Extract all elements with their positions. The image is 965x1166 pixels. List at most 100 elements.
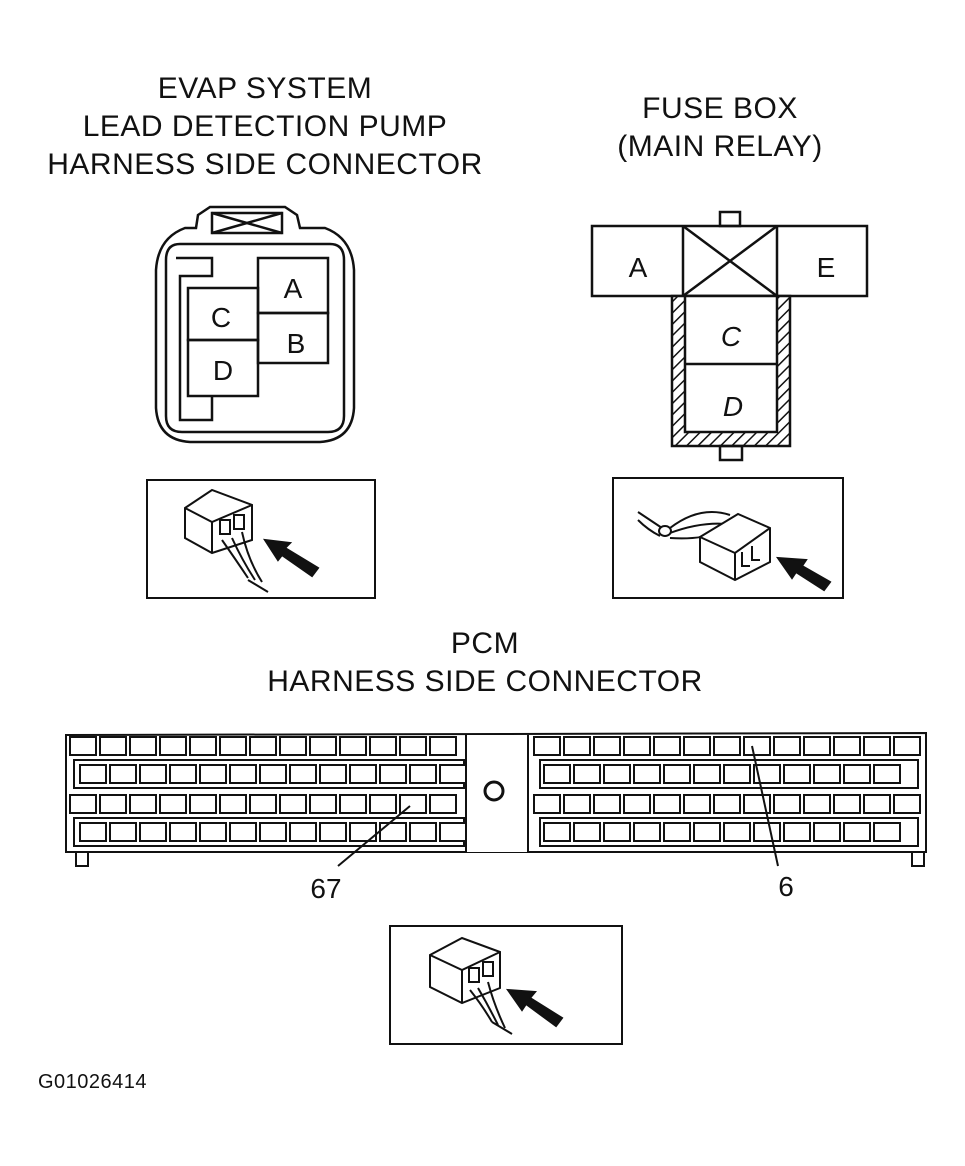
pcm-terminal-pin [633,822,661,842]
fuse-box-top-tab [718,210,742,228]
fuse-terminal-A-label: A [629,252,648,283]
pcm-terminal-pin [439,822,467,842]
evap-connector-latch [210,211,284,235]
pcm-terminal-pin [743,736,771,756]
pcm-connector-icon [429,936,513,1035]
fuse-box-title-line-1: FUSE BOX [642,92,798,125]
pcm-terminal-pin [369,794,397,814]
pcm-terminal-pin [863,794,891,814]
pcm-terminal-pin [843,822,871,842]
pcm-terminal-pin [429,794,457,814]
evap-connector-inner-wall [164,242,346,434]
pcm-terminal-pin [593,736,621,756]
pcm-terminal-pin [603,764,631,784]
pcm-terminal-pin [653,794,681,814]
pcm-terminal-pin [199,822,227,842]
pcm-terminal-pin [683,736,711,756]
pcm-callout-6-leader [751,745,779,867]
pcm-terminal-pin [249,794,277,814]
pcm-arrow-icon [505,988,564,1028]
pcm-terminal-pin [803,794,831,814]
pcm-terminal-pin [109,822,137,842]
pcm-terminal-pin [79,764,107,784]
pcm-terminal-pin [189,736,217,756]
pcm-terminal-pin [623,736,651,756]
pcm-terminal-pin [369,736,397,756]
pcm-terminal-pin [429,736,457,756]
evap-view-frame [146,479,376,599]
fuse-terminal-E-label: E [817,252,836,283]
pcm-terminal-pin [309,736,337,756]
pcm-terminal-pin [109,764,137,784]
pcm-terminal-pin [279,794,307,814]
pcm-view-frame [389,925,623,1045]
pcm-terminal-pin [873,764,901,784]
pcm-terminal-pin [543,822,571,842]
pcm-terminal-pin [593,794,621,814]
pcm-terminal-pin [573,764,601,784]
pcm-terminal-pin [653,736,681,756]
evap-connector-title: EVAP SYSTEM LEAD DETECTION PUMP HARNESS … [30,70,500,184]
evap-connector-outer-shell [154,205,356,444]
evap-title-line-1: EVAP SYSTEM [157,72,373,105]
pcm-terminal-pin [319,764,347,784]
pcm-connector-body [65,731,927,853]
pcm-terminal-pin [159,794,187,814]
pcm-terminal-pin [439,764,467,784]
pcm-terminal-pin [139,822,167,842]
pcm-left-foot [75,851,89,867]
pcm-center-hole [483,780,505,802]
pcm-terminal-pin [773,736,801,756]
pcm-connector-title: PCM HARNESS SIDE CONNECTOR [235,625,735,701]
pcm-terminal-pin [773,794,801,814]
pcm-title-line-1: PCM [450,627,520,660]
pcm-terminal-pin [79,822,107,842]
pcm-terminal-pin [249,736,277,756]
pcm-terminal-pin [69,794,97,814]
pcm-terminal-pin [683,794,711,814]
pcm-terminal-pin [349,764,377,784]
pcm-terminal-pin [663,822,691,842]
pcm-terminal-pin [833,736,861,756]
fuse-box-cross-2 [682,224,778,298]
pcm-terminal-pin [873,822,901,842]
pcm-terminal-pin [129,736,157,756]
evap-terminal-D-label: D [213,355,233,386]
evap-arrow-icon [262,538,320,578]
fuse-terminal-D-label: D [723,391,743,422]
pcm-title-line-2: HARNESS SIDE CONNECTOR [267,665,703,698]
pcm-terminal-pin [289,764,317,784]
evap-view-direction-panel [146,479,376,599]
pcm-terminal-pin [563,794,591,814]
pcm-terminal-pin [543,764,571,784]
pcm-terminal-pin [713,794,741,814]
pcm-terminal-pin [693,764,721,784]
fuse-view-frame [612,477,844,599]
pcm-terminal-pin [129,794,157,814]
pcm-terminal-pin [69,736,97,756]
pcm-terminal-pin [319,822,347,842]
pcm-callout-67-leader [337,805,411,867]
pcm-terminal-pin [753,822,781,842]
pcm-terminal-pin [843,764,871,784]
pcm-terminal-pin [379,764,407,784]
pcm-terminal-pin [803,736,831,756]
pcm-terminal-pin [533,736,561,756]
pcm-terminal-pin [219,736,247,756]
pcm-terminal-pin [693,822,721,842]
pcm-terminal-pin [893,736,921,756]
pcm-view-direction-panel [389,925,623,1045]
pcm-terminal-pin [813,822,841,842]
evap-title-line-2: LEAD DETECTION PUMP [82,110,448,143]
pcm-terminal-pin [229,822,257,842]
pcm-terminal-pin [199,764,227,784]
pcm-terminal-pin [99,736,127,756]
pcm-callout-67: 67 [310,873,341,904]
pcm-terminal-pin [663,764,691,784]
pcm-terminal-pin [813,764,841,784]
pcm-terminal-pin [349,822,377,842]
fuse-box-title-line-2: (MAIN RELAY) [617,130,823,163]
pcm-terminal-pin [833,794,861,814]
evap-connector-icon [184,488,269,593]
